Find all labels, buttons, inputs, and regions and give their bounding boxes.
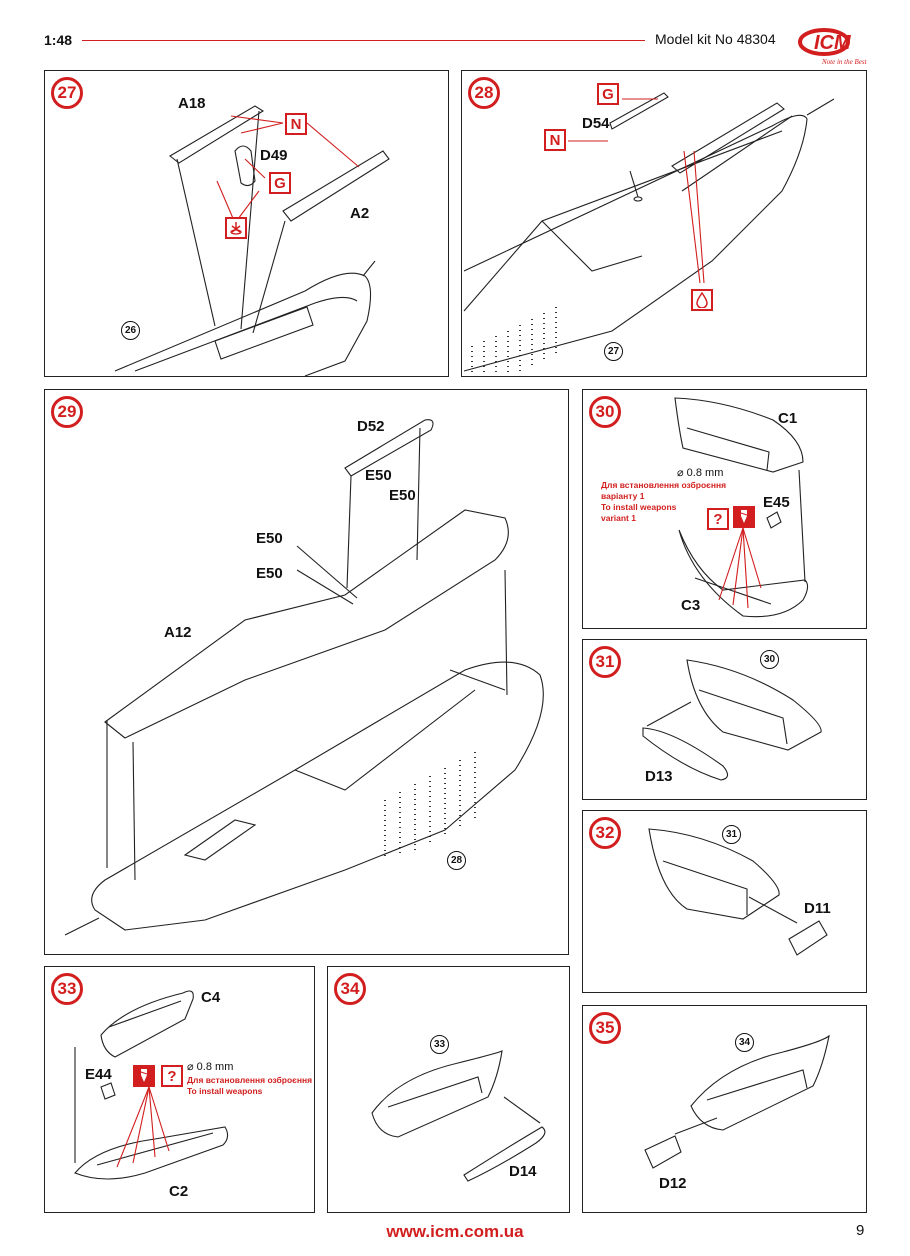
marker-n: N [544,129,566,151]
step-29-illustration [64,419,544,936]
page-number: 9 [856,1222,865,1239]
part-label: D11 [804,900,831,917]
step-33-illustration [74,990,229,1180]
part-label: D13 [645,768,673,785]
part-label: E50 [365,467,392,484]
step-30-illustration [674,397,809,618]
step-30-panel: 30 C1 E45 C3 ⌀ 0.8 mm Для встановлення о… [582,389,867,629]
step-31-illustration [642,659,822,781]
step-29-panel: 29 D52 E50 E50 E50 E50 A12 28 [44,389,569,955]
part-label: D49 [260,147,288,164]
part-label: E45 [763,494,790,511]
part-label: C4 [201,989,221,1006]
step-32-illustration [648,828,828,956]
ref-step: 34 [735,1033,754,1052]
drill-icon [133,1065,155,1087]
marker-n: N [285,113,307,135]
step-number-29: 29 [51,396,83,428]
ref-step: 26 [121,321,140,340]
marker-question: ? [707,508,729,530]
part-label: A2 [350,205,370,222]
note-line: Для встановлення озброєння [601,480,727,490]
step-32-panel: 32 31 D11 [582,810,867,993]
icm-logo: ICM Note in the Best [798,28,868,66]
step-35-illustration [644,1034,830,1169]
step-35-panel: 35 34 D12 [582,1005,867,1213]
kit-number: Model kit No 48304 [655,31,776,47]
ref-step: 31 [722,825,741,844]
part-label: A12 [164,624,192,641]
step-34-panel: 34 33 D14 [327,966,570,1213]
part-label: E50 [256,565,283,582]
part-label: D52 [357,418,385,435]
step-number-33: 33 [51,973,83,1005]
scale-label: 1:48 [44,32,73,48]
note-line: Для встановлення озброєння [187,1075,313,1085]
part-label: E50 [256,530,283,547]
drill-diameter: ⌀ 0.8 mm [187,1061,234,1073]
svg-text:Note in the Best: Note in the Best [821,58,868,66]
header-rule [82,40,645,41]
part-label: C3 [681,597,701,614]
drill-diameter: ⌀ 0.8 mm [677,467,724,479]
ref-step: 30 [760,650,779,669]
marker-g: G [597,83,619,105]
website-link[interactable]: www.icm.com.ua [386,1222,524,1241]
cement-icon [225,217,247,239]
note-line: To install weapons [601,502,677,512]
step-number-30: 30 [589,396,621,428]
note-line: варіанту 1 [601,491,645,501]
drill-icon [733,506,755,528]
part-label: D54 [582,115,610,132]
step-number-34: 34 [334,973,366,1005]
note-line: variant 1 [601,513,636,523]
part-label: D14 [509,1163,537,1180]
ref-step: 28 [447,851,466,870]
part-label: C1 [778,410,798,427]
marker-question: ? [161,1065,183,1087]
part-label: C2 [169,1183,189,1200]
part-label: A18 [178,95,206,112]
step-34-illustration [371,1050,546,1182]
step-27-illustration [114,105,390,377]
part-label: E44 [85,1066,112,1083]
step-number-27: 27 [51,77,83,109]
marker-g: G [269,172,291,194]
step-33-panel: 33 C4 E44 C2 ? ⌀ 0.8 mm Для встановлення… [44,966,315,1213]
step-number-31: 31 [589,646,621,678]
step-number-28: 28 [468,77,500,109]
svg-text:ICM: ICM [814,32,852,54]
part-label: D12 [659,1175,687,1192]
step-28-panel: 28 D54 G N 27 [461,70,867,377]
step-27-panel: 27 A18 D49 A2 N G 26 [44,70,449,377]
step-number-32: 32 [589,817,621,849]
glue-drop-icon [691,289,713,311]
ref-step: 27 [604,342,623,361]
step-28-illustration [463,92,835,376]
step-31-panel: 31 30 D13 [582,639,867,800]
part-label: E50 [389,487,416,504]
ref-step: 33 [430,1035,449,1054]
step-number-35: 35 [589,1012,621,1044]
note-line: To install weapons [187,1086,263,1096]
